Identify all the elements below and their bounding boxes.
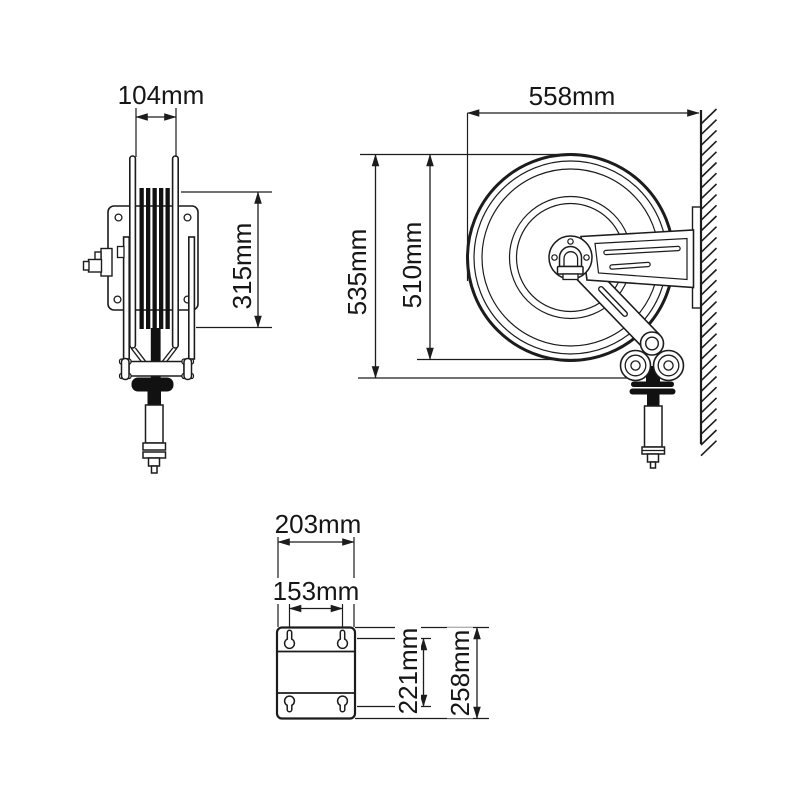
bracket-hole-width-dimension: [288, 601, 344, 627]
bracket-plate: [275, 626, 357, 720]
front-hose-nozzle: [629, 381, 676, 469]
side-view-drawing: [82, 106, 272, 474]
dim-label-bracket-hole-width: 153mm: [270, 576, 362, 606]
dim-label-side-width: 104mm: [115, 80, 207, 110]
dim-label-front-overall-height: 535mm: [342, 226, 372, 318]
side-hose-coil: [139, 188, 170, 379]
dim-label-bracket-hole-height: 221mm: [393, 625, 423, 717]
bracket-keyholes: [283, 629, 349, 713]
dim-label-front-reel-height: 510mm: [397, 219, 427, 311]
dim-label-side-height: 315mm: [227, 220, 257, 312]
dim-label-bracket-outer-width: 203mm: [272, 509, 364, 539]
front-hub: [548, 235, 593, 281]
wall: [699, 108, 718, 457]
side-reel-flanges: [129, 155, 180, 349]
wall-hatching: [700, 108, 718, 457]
bracket-view-drawing: [275, 533, 489, 720]
side-width-dimension: [135, 106, 177, 157]
side-height-dimension: [181, 191, 272, 329]
side-inlet-fitting: [82, 247, 113, 277]
front-view-drawing: [358, 108, 718, 469]
side-hose-nozzle: [131, 377, 174, 474]
front-hose-outlet: [619, 331, 685, 382]
dim-label-front-width: 558mm: [526, 81, 618, 111]
front-upper-arm: [580, 229, 695, 289]
side-hose-guide: [118, 357, 195, 381]
front-height-dimensions: [358, 153, 630, 379]
dim-label-bracket-outer-height: 258mm: [445, 627, 475, 719]
